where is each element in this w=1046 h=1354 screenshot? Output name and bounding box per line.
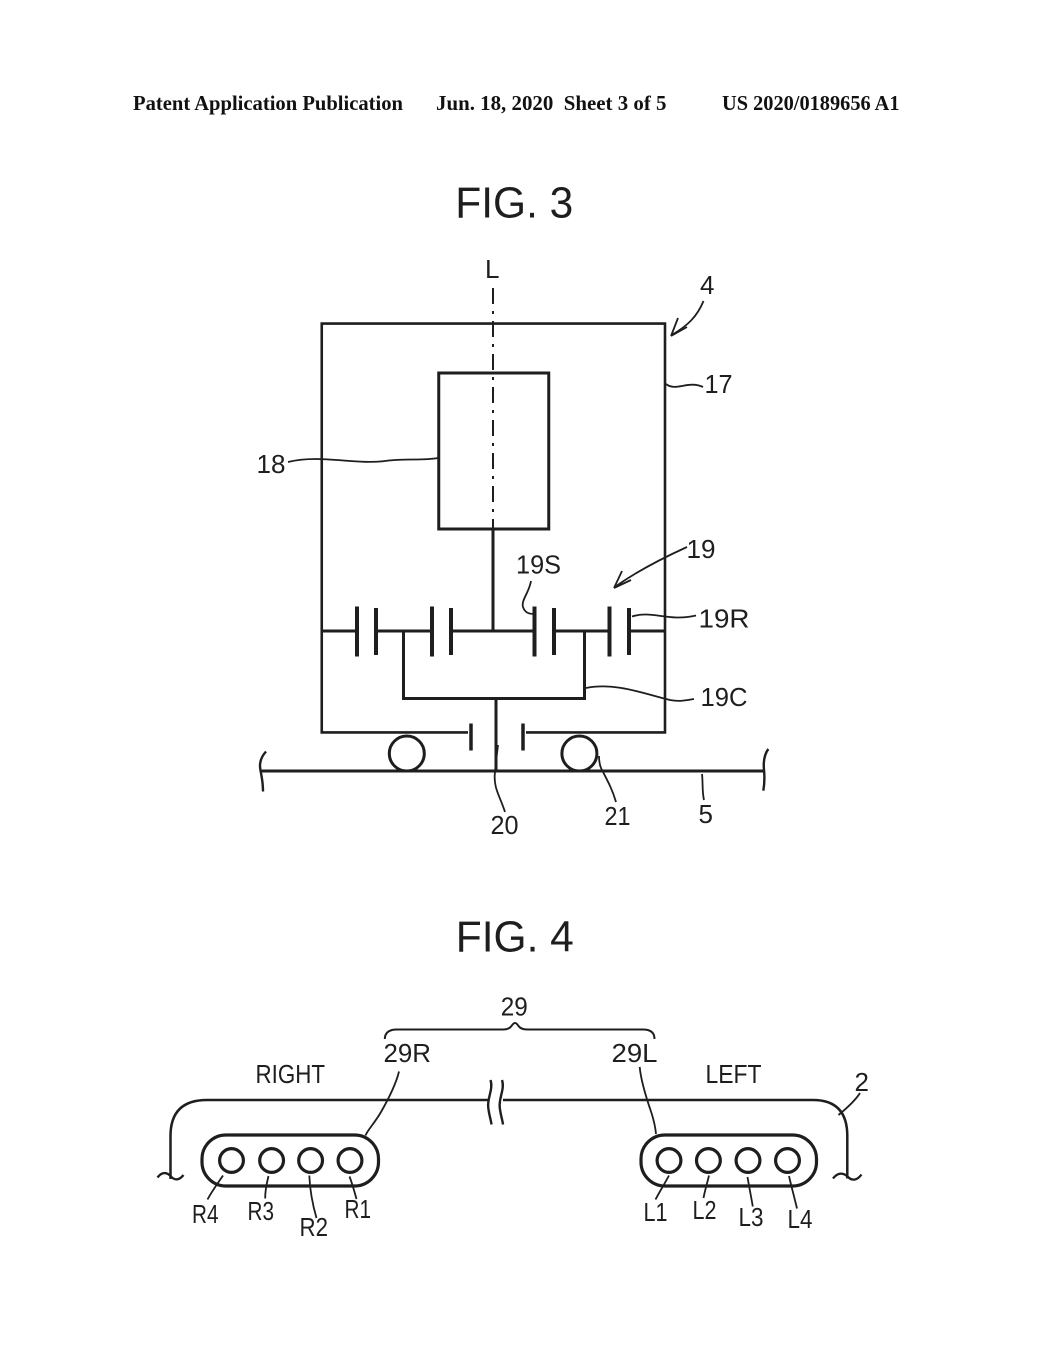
svg-text:FIG. 4: FIG. 4 <box>456 913 574 962</box>
svg-text:R1: R1 <box>345 1194 372 1224</box>
svg-text:LEFT: LEFT <box>706 1059 762 1089</box>
svg-text:L4: L4 <box>788 1204 813 1234</box>
svg-text:21: 21 <box>605 801 631 831</box>
svg-text:Patent Application Publication: Patent Application Publication <box>133 91 403 115</box>
svg-text:29R: 29R <box>384 1038 432 1068</box>
svg-text:4: 4 <box>700 270 714 300</box>
svg-text:L1: L1 <box>644 1197 668 1227</box>
svg-text:2: 2 <box>855 1067 869 1097</box>
svg-text:R2: R2 <box>300 1212 329 1242</box>
svg-text:R3: R3 <box>248 1196 275 1226</box>
svg-text:RIGHT: RIGHT <box>256 1059 326 1089</box>
svg-text:18: 18 <box>257 449 286 479</box>
svg-text:19R: 19R <box>699 604 750 634</box>
svg-text:20: 20 <box>491 810 519 840</box>
svg-text:29: 29 <box>501 992 528 1022</box>
svg-text:Jun. 18, 2020 Sheet 3 of 5: Jun. 18, 2020 Sheet 3 of 5 <box>436 91 667 115</box>
svg-text:L3: L3 <box>739 1202 764 1232</box>
svg-text:R4: R4 <box>192 1199 219 1229</box>
svg-text:L2: L2 <box>693 1195 717 1225</box>
svg-text:FIG. 3: FIG. 3 <box>455 178 573 227</box>
svg-text:19: 19 <box>687 534 716 564</box>
svg-text:19S: 19S <box>516 550 561 580</box>
svg-text:US 2020/0189656 A1: US 2020/0189656 A1 <box>722 91 900 115</box>
svg-text:19C: 19C <box>701 682 748 712</box>
svg-text:L: L <box>485 254 499 284</box>
svg-text:17: 17 <box>705 369 733 399</box>
svg-text:29L: 29L <box>612 1038 658 1068</box>
svg-text:5: 5 <box>699 799 713 829</box>
